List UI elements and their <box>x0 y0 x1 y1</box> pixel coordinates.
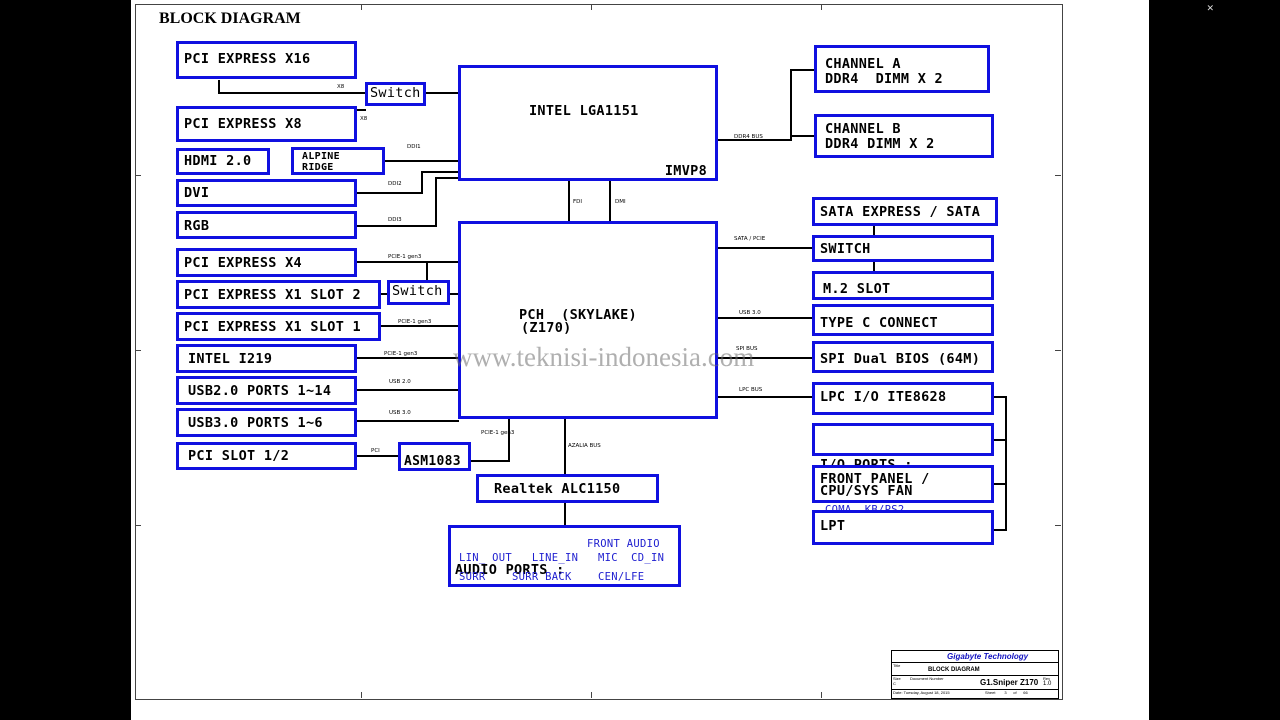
close-icon[interactable]: ✕ <box>1206 4 1214 14</box>
vr-label: IMVP8 <box>664 163 707 179</box>
diagram-title: BLOCK DIAGRAM <box>159 10 301 27</box>
sheet-number: Sheet 3 of 66 <box>985 690 1028 695</box>
pch-chipset: (Z170) <box>521 320 572 336</box>
front-panel-box: FRONT PANEL / CPU/SYS FAN <box>812 465 994 503</box>
divider <box>892 675 1058 676</box>
bus-label: FDI <box>573 199 583 205</box>
bus-label: USB 2.0 <box>389 379 411 385</box>
rev-label: Rev <box>1043 676 1051 681</box>
bus-label: SPI BUS <box>736 346 758 352</box>
frame-tick <box>1055 175 1061 176</box>
frame-tick <box>591 4 592 10</box>
bus-label: DMI <box>615 199 626 205</box>
bus-label: PCIE-1 gen3 <box>398 319 432 325</box>
frame-tick <box>821 692 822 698</box>
sheet-frame <box>135 4 1063 700</box>
frame-tick <box>135 350 141 351</box>
pcie-x16-box: PCI EXPRESS X16 <box>176 41 357 79</box>
spi-bios-box: SPI Dual BIOS (64M) <box>812 341 994 373</box>
document-number: G1.Sniper Z170 <box>980 678 1039 687</box>
io-ports-box: I/O PORTS : COMA KB/PS2 <box>812 423 994 516</box>
watermark: www.teknisi-indonesia.com <box>453 342 755 372</box>
channel-a-box: CHANNEL A DDR4 DIMM X 2 <box>814 45 990 93</box>
switch-box: SWITCH <box>812 235 994 262</box>
switch-box: Switch <box>387 280 450 305</box>
rgb-box: RGB <box>176 211 357 239</box>
pch-block: PCH (SKYLAKE) (Z170) <box>458 221 718 419</box>
frame-tick <box>821 4 822 10</box>
bus-label: USB 3.0 <box>389 410 411 416</box>
divider <box>892 662 1058 663</box>
title-label: Title <box>893 663 901 668</box>
frame-tick <box>135 525 141 526</box>
sata-express-box: SATA EXPRESS / SATA <box>812 197 998 226</box>
bus-label: DDI3 <box>388 217 402 223</box>
asm1083-box: ASM1083 <box>398 442 471 471</box>
frame-tick <box>1055 525 1061 526</box>
audio-row-1: LIN_ OUT LINE_IN MIC CD_IN <box>459 552 665 564</box>
bus-label: DDR4 BUS <box>734 134 763 140</box>
company-name: Gigabyte Technology <box>947 652 1029 661</box>
pci-slot-box: PCI SLOT 1/2 <box>176 442 357 470</box>
bus-label: SATA / PCIE <box>734 236 766 242</box>
channel-b-box: CHANNEL B DDR4 DIMM X 2 <box>814 114 994 158</box>
schematic-sheet: BLOCK DIAGRAM <box>131 0 1149 720</box>
sheet-title: BLOCK DIAGRAM <box>928 667 980 673</box>
frame-tick <box>135 175 141 176</box>
bus-label: USB 3.0 <box>739 310 761 316</box>
frame-tick <box>591 692 592 698</box>
bus-label: PCIE-1 gen3 <box>481 430 515 436</box>
audio-ports-box: AUDIO PORTS : FRONT AUDIO LIN_ OUT LINE_… <box>448 525 681 587</box>
title-block: Gigabyte Technology Title BLOCK DIAGRAM … <box>891 650 1059 699</box>
date: Date: Tuesday, August 18, 2015 <box>893 690 950 695</box>
divider <box>892 689 1058 690</box>
bus-label: AZALIA BUS <box>568 443 601 449</box>
bus-label: LPC BUS <box>739 387 763 393</box>
usb2-ports-box: USB2.0 PORTS 1~14 <box>176 376 357 405</box>
audio-ports-title: AUDIO PORTS : <box>455 562 565 578</box>
cpu-block: INTEL LGA1151 IMVP8 <box>458 65 718 181</box>
docnum-label: Document Number <box>910 676 944 681</box>
bus-label: DDI2 <box>388 181 402 187</box>
dvi-box: DVI <box>176 179 357 207</box>
frame-tick <box>361 4 362 10</box>
bus-label: DDI1 <box>407 144 421 150</box>
bus-label: PCIE-1 gen3 <box>388 254 422 260</box>
bus-label: X8 <box>360 116 368 122</box>
type-c-box: TYPE C CONNECT <box>812 304 994 336</box>
lpc-io-box: LPC I/O ITE8628 <box>812 382 994 415</box>
usb3-ports-box: USB3.0 PORTS 1~6 <box>176 408 357 437</box>
pcie-x8-box: PCI EXPRESS X8 <box>176 106 357 142</box>
frame-tick <box>361 692 362 698</box>
connection-wires <box>218 69 1007 531</box>
hdmi-box: HDMI 2.0 <box>176 148 270 175</box>
pcie-x4-box: PCI EXPRESS X4 <box>176 248 357 277</box>
realtek-codec-box: Realtek ALC1150 <box>476 474 659 503</box>
switch-box: Switch <box>365 82 426 106</box>
bus-label: PCIE-1 gen3 <box>384 351 418 357</box>
frame-tick <box>1055 350 1061 351</box>
intel-i219-box: INTEL I219 <box>176 344 357 373</box>
pch-label: PCH (SKYLAKE) <box>519 307 637 323</box>
front-audio-label: FRONT AUDIO <box>587 538 660 550</box>
pcie-x1-slot1-box: PCI EXPRESS X1 SLOT 1 <box>176 312 381 341</box>
audio-row-2: SURR SURR BACK CEN/LFE <box>459 571 645 583</box>
cpu-label: INTEL LGA1151 <box>529 103 639 119</box>
lpt-box: LPT <box>812 510 994 545</box>
revision: 1.0 <box>1043 681 1052 687</box>
bus-label: PCI <box>371 448 380 454</box>
size-label: Size C <box>893 676 901 686</box>
alpine-ridge-box: ALPINE RIDGE <box>291 147 385 175</box>
m2-slot-box: M.2 SLOT <box>812 271 994 300</box>
bus-label: X8 <box>337 84 345 90</box>
pcie-x1-slot2-box: PCI EXPRESS X1 SLOT 2 <box>176 280 381 309</box>
